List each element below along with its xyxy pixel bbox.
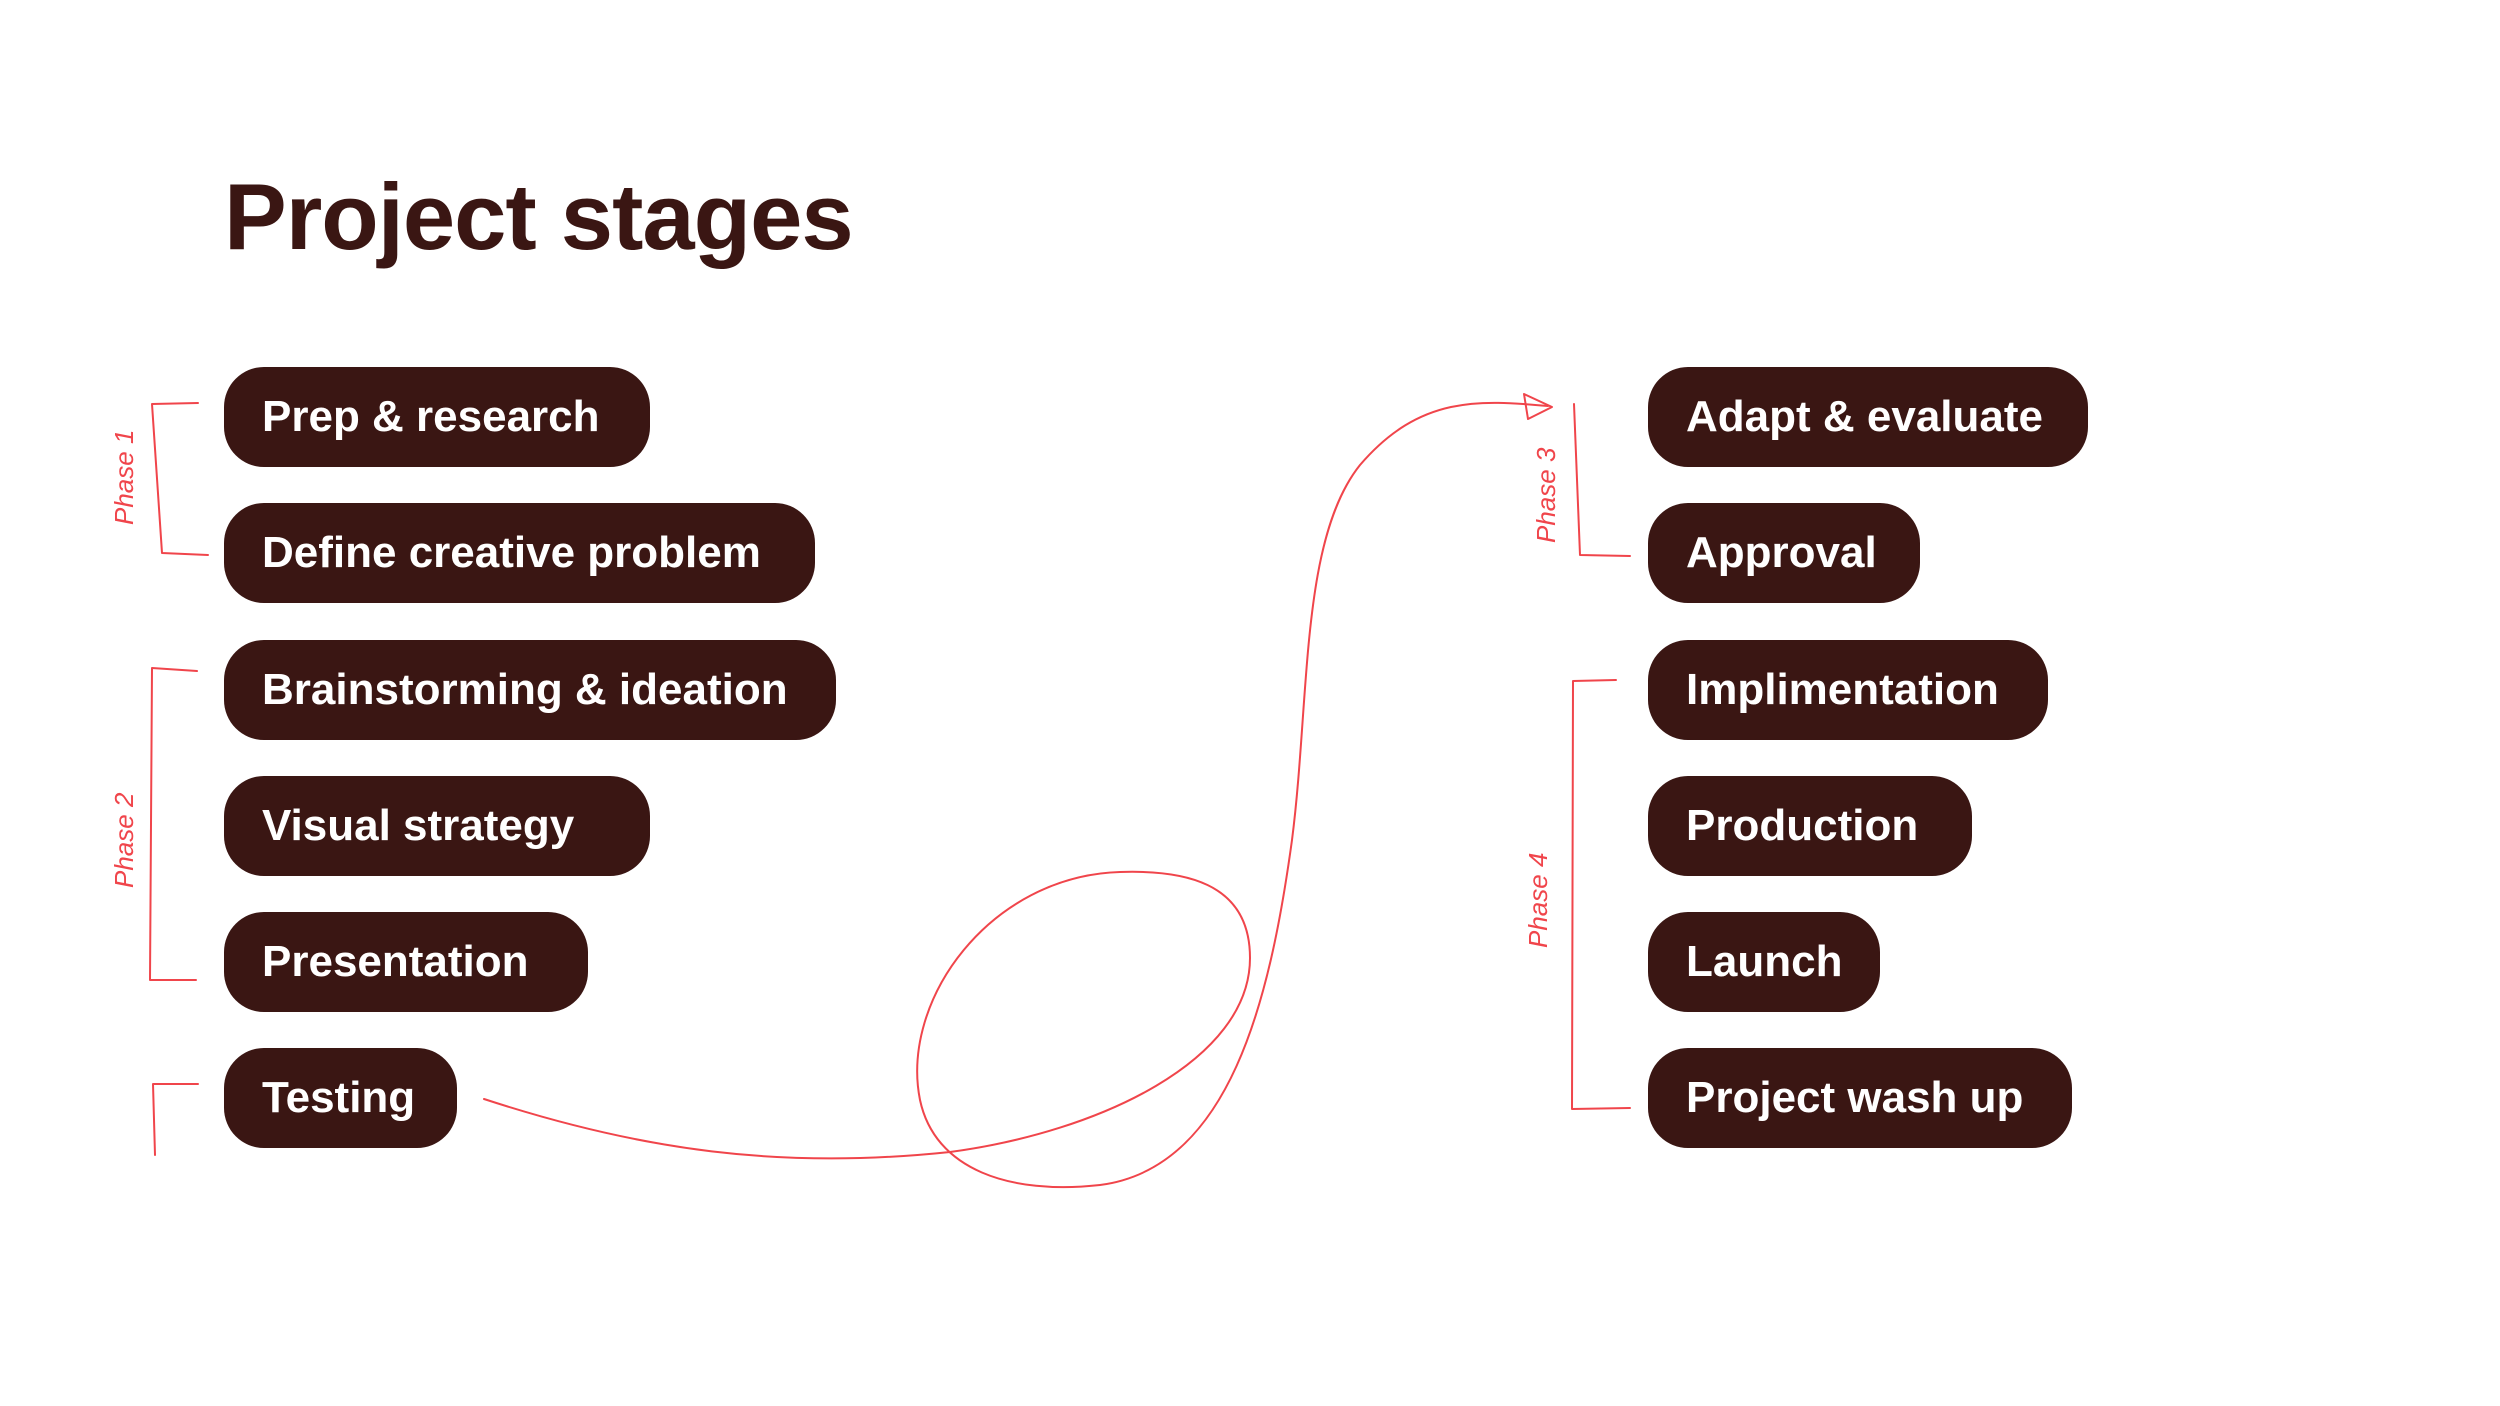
phase-3-bracket — [1573, 403, 1631, 557]
stage-project-wash-up: Project wash up — [1648, 1048, 2072, 1148]
stage-prep-research: Prep & research — [224, 367, 650, 467]
arrowhead-icon — [1523, 393, 1553, 420]
stage-approval: Approval — [1648, 503, 1920, 603]
stage-implimentation: Implimentation — [1648, 640, 2048, 740]
testing-bracket — [152, 1083, 199, 1156]
stage-brainstorming-ideation: Brainstorming & ideation — [224, 640, 836, 740]
stage-presentation: Presentation — [224, 912, 588, 1012]
stage-adapt-evaluate: Adapt & evaluate — [1648, 367, 2088, 467]
phase-3-label: Phase 3 — [1531, 447, 1561, 543]
phase-4-bracket — [1571, 679, 1631, 1110]
phase-1-label: Phase 1 — [109, 430, 139, 525]
stage-visual-strategy: Visual strategy — [224, 776, 650, 876]
stage-define-creative-problem: Define creative problem — [224, 503, 815, 603]
phase-1-bracket — [151, 402, 209, 556]
page-title: Project stages — [224, 164, 854, 269]
stage-production: Production — [1648, 776, 1972, 876]
stage-launch: Launch — [1648, 912, 1880, 1012]
stage-testing: Testing — [224, 1048, 457, 1148]
phase-4-label: Phase 4 — [1523, 853, 1553, 948]
phase-2-bracket — [149, 667, 198, 981]
phase-2-label: Phase 2 — [109, 792, 139, 888]
